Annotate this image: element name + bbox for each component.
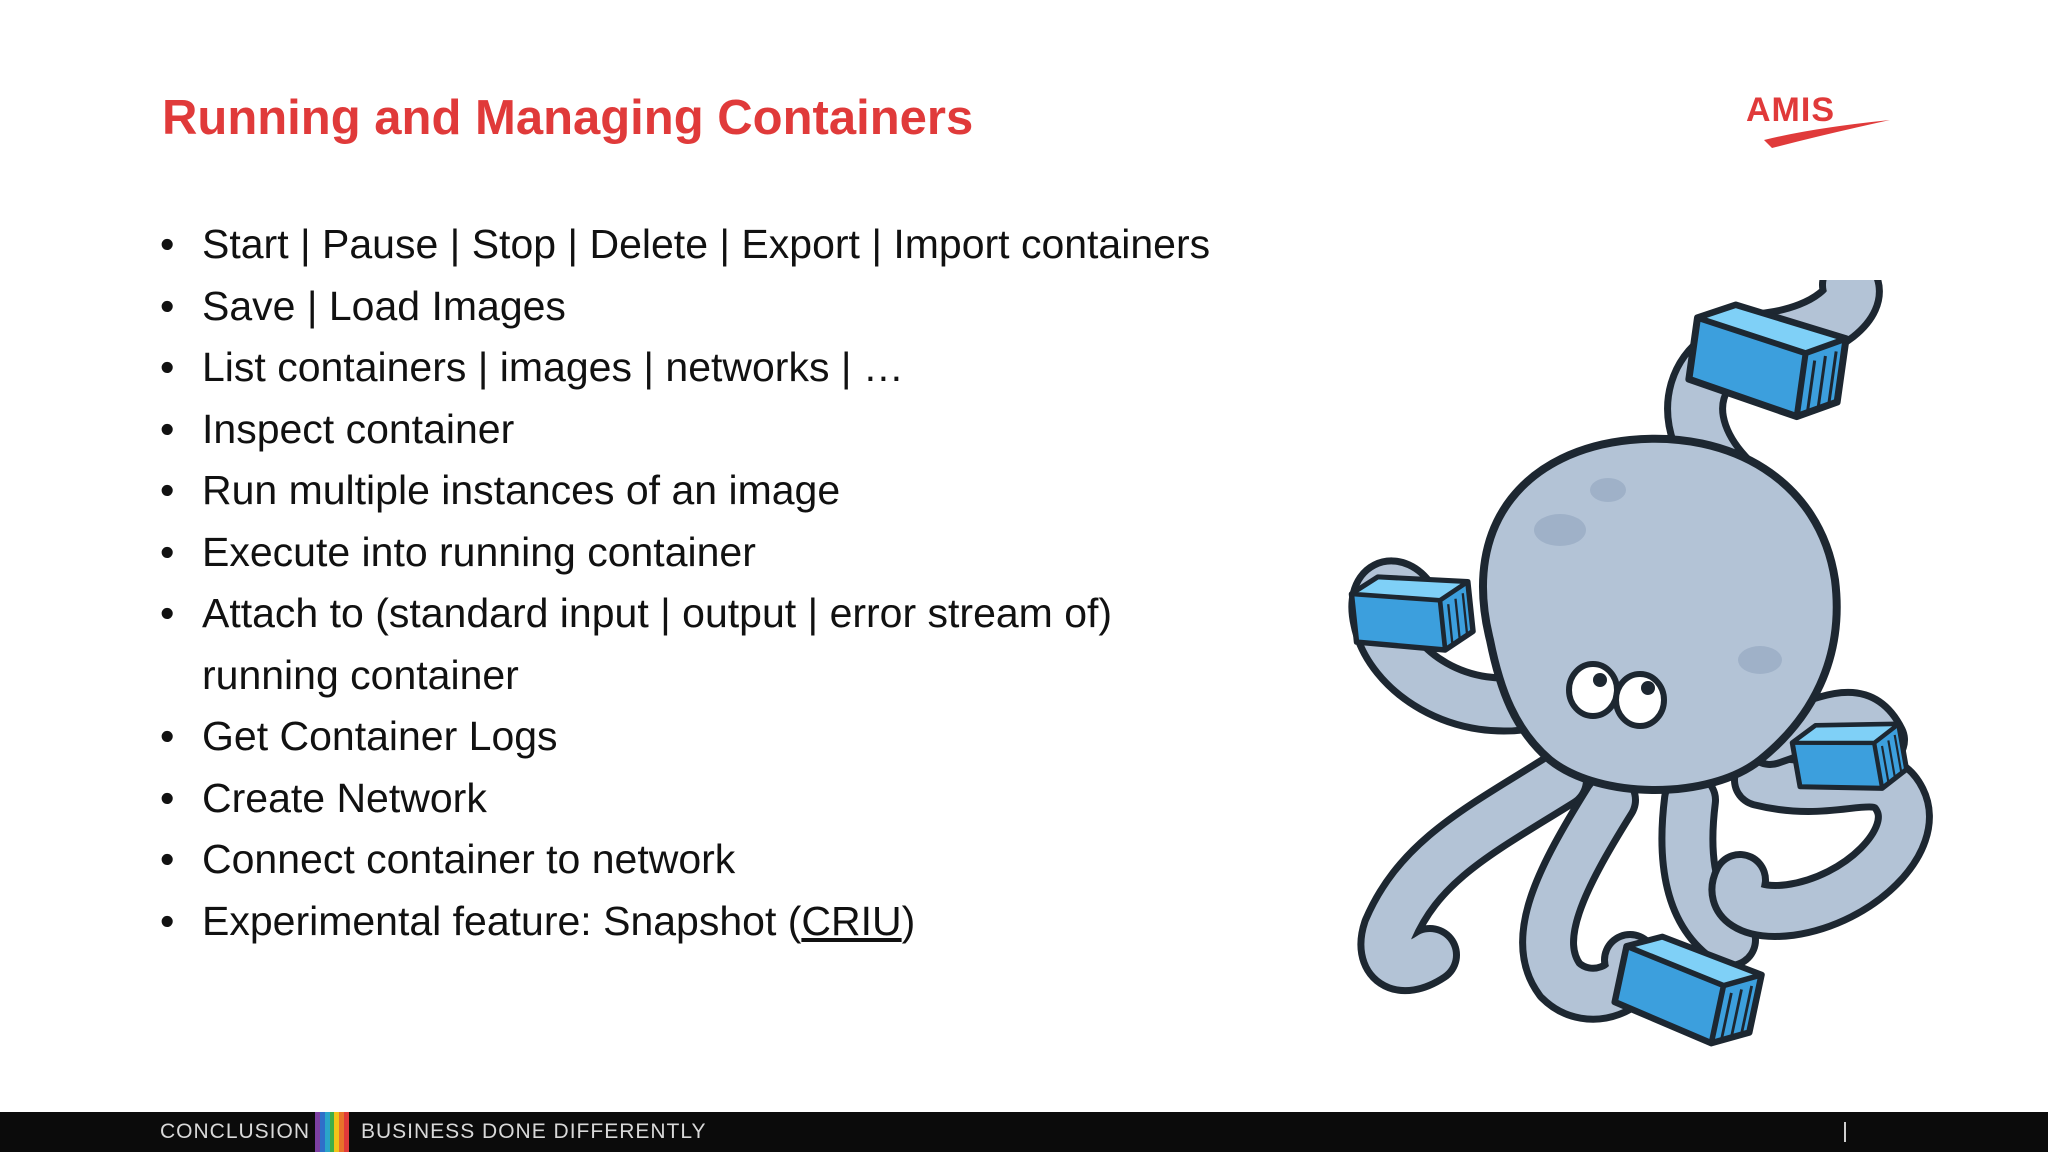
bullet-list: •Start | Pause | Stop | Delete | Export …: [160, 214, 1320, 952]
bullet-item: •Save | Load Images: [160, 282, 566, 329]
bullet-item: •Execute into running container: [160, 528, 756, 575]
bullet-item: •Get Container Logs: [160, 713, 558, 759]
bullet-item: •Attach to (standard input | output | er…: [160, 583, 1320, 706]
footer-stripe: [339, 1112, 345, 1152]
container-box: [1350, 568, 1475, 659]
octopus-spot: [1738, 646, 1782, 674]
footer-bar: CONCLUSION BUSINESS DONE DIFFERENTLY: [0, 1112, 2048, 1152]
footer-stripe: [315, 1112, 320, 1152]
footer-section-label: CONCLUSION: [160, 1120, 311, 1143]
footer-stripe: [344, 1112, 350, 1152]
bullet-item: •Connect container to network: [160, 836, 736, 882]
bullet-continuation: running container: [202, 651, 519, 698]
bullet-item: •List containers | images | networks | …: [160, 344, 904, 390]
octopus-spot: [1590, 478, 1626, 502]
footer-marker: [1844, 1122, 1846, 1142]
logo-text: AMIS: [1746, 91, 1835, 129]
amis-logo: AMIS: [1742, 88, 1894, 150]
bullet-item: •Experimental feature: Snapshot (CRIU): [160, 897, 916, 944]
footer-tagline: BUSINESS DONE DIFFERENTLY: [361, 1120, 707, 1143]
bullet-item: •Run multiple instances of an image: [160, 467, 841, 513]
logo-swoosh-icon: [1764, 120, 1890, 148]
octopus-eyes: [1566, 661, 1667, 729]
bullet-item: •Start | Pause | Stop | Delete | Export …: [160, 221, 1211, 267]
slide-title: Running and Managing Containers: [162, 91, 974, 145]
bullet-item: •Inspect container: [160, 405, 515, 452]
footer-stripe: [334, 1112, 340, 1152]
footer-stripe: [324, 1112, 330, 1152]
footer-color-stripes: [315, 1112, 350, 1152]
footer-stripe: [329, 1112, 335, 1152]
criu-link[interactable]: CRIU: [801, 897, 902, 944]
bullet-item: •Create Network: [160, 774, 487, 821]
footer-stripe: [319, 1112, 325, 1152]
octopus-spot: [1534, 514, 1586, 546]
octopus-with-containers-illustration: [1320, 280, 1933, 1060]
